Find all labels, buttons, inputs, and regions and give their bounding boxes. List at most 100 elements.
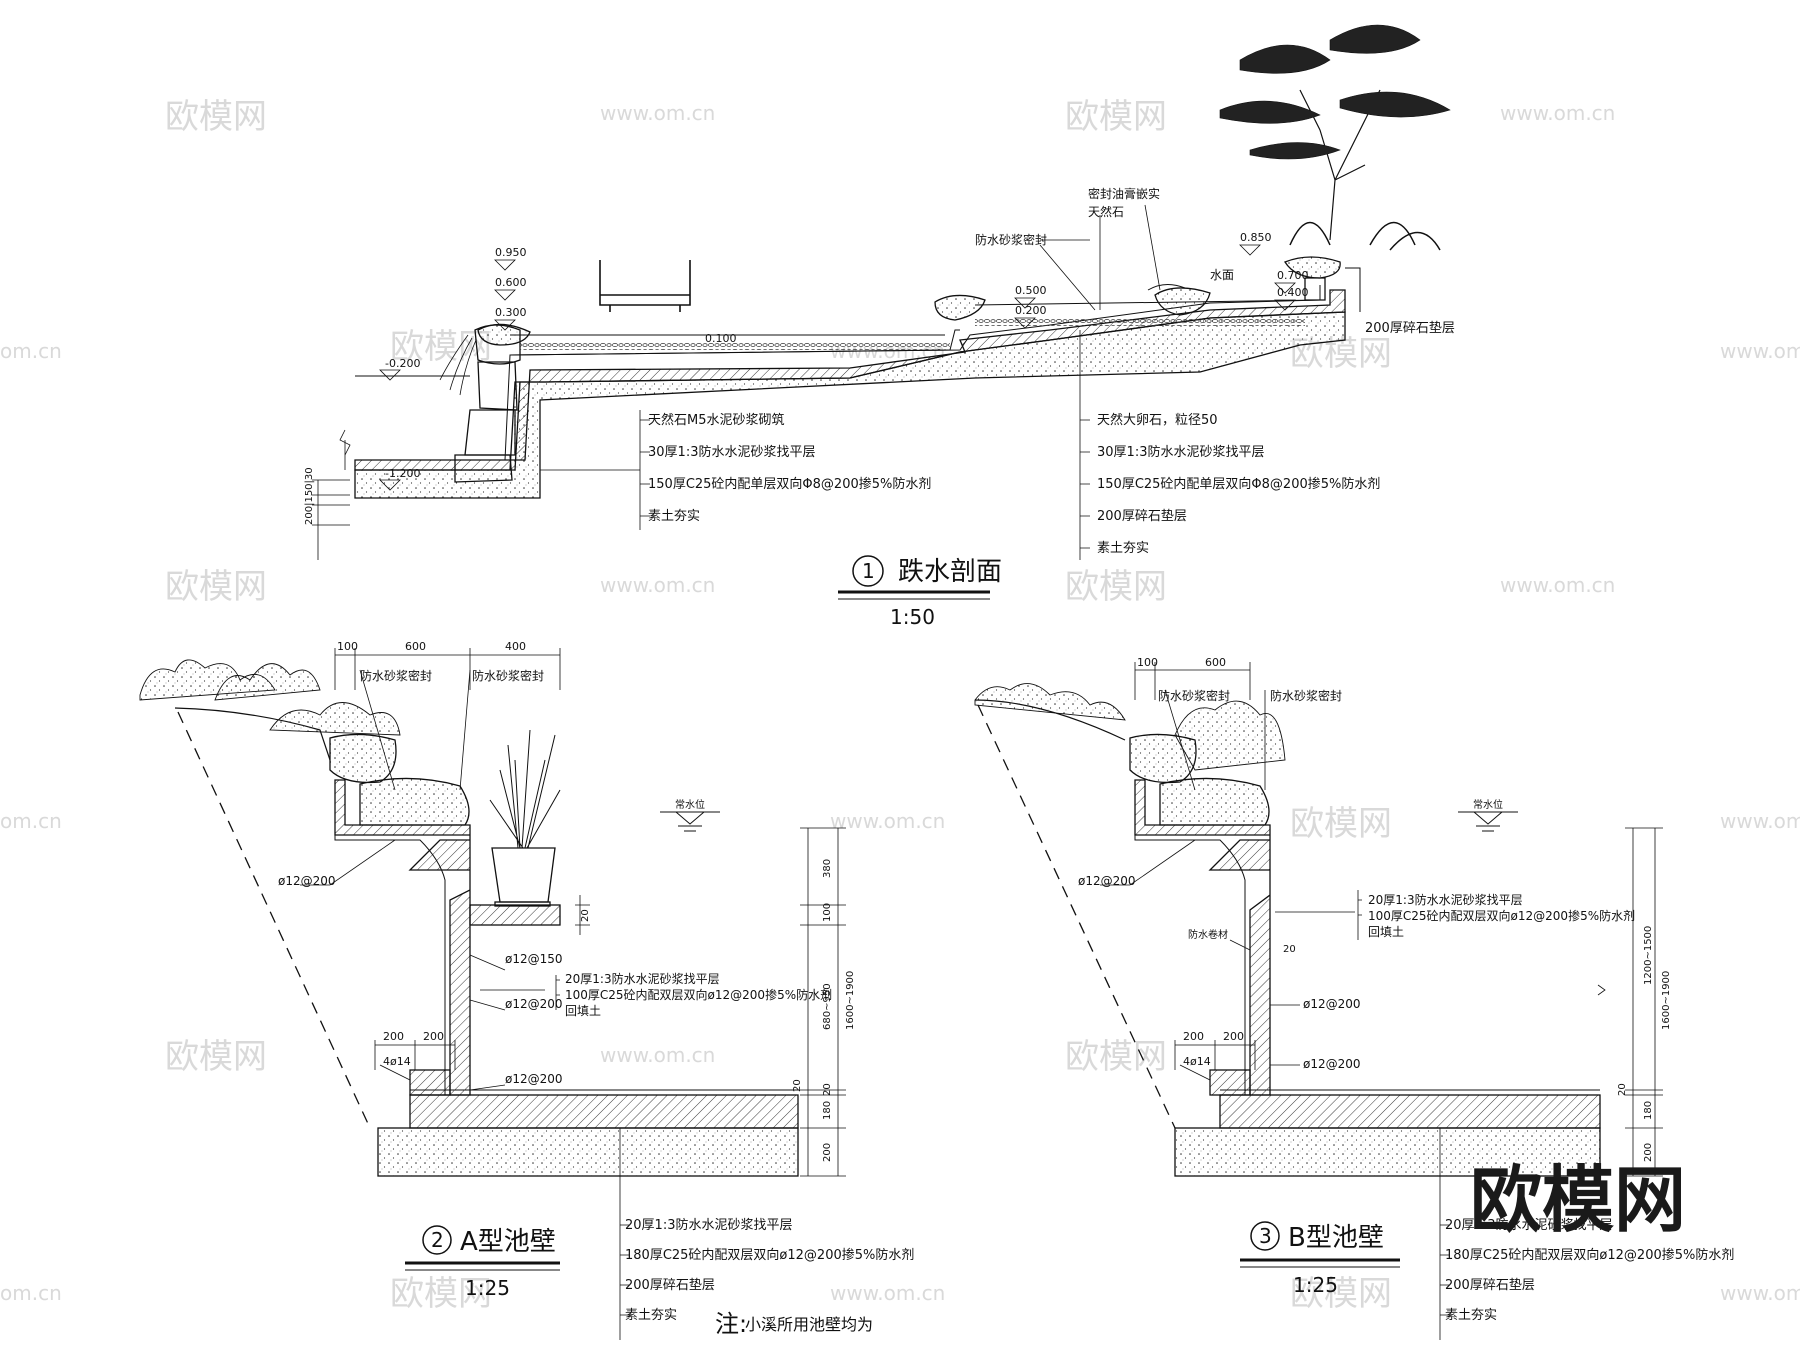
- section2-dim-top-label: 600: [405, 640, 426, 653]
- section2-dim-right-label: 200: [822, 1143, 833, 1162]
- section1-mid-stone-2: [1154, 287, 1211, 316]
- section1-pebble-layer: [520, 342, 950, 350]
- watermark-url: www.om.cn: [1720, 339, 1800, 363]
- section2-dim-right-label: 380: [822, 859, 833, 878]
- section1-legend-right: 天然大卵石，粒径50: [1097, 412, 1218, 428]
- section3-legend: 180厚C25砼内配双层双向ø12@200掺5%防水剂: [1445, 1247, 1734, 1263]
- watermark-url: www.om.cn: [600, 1043, 715, 1067]
- watermark-url: www.om.cn: [1720, 1281, 1800, 1305]
- section1-leader-right: [1079, 330, 1090, 560]
- section3-legend: 20厚1:3防水水泥砂浆找平层: [1445, 1217, 1612, 1233]
- section3-legend: 200厚碎石垫层: [1445, 1277, 1535, 1293]
- section2-labels: 100 600 400 防水砂浆密封 防水砂浆密封 常水位 ø12@200 ø1…: [278, 640, 914, 1323]
- section3-title: B型池壁: [1288, 1223, 1384, 1253]
- section2-callout: 防水砂浆密封: [472, 668, 544, 683]
- section2-dim-top: [334, 648, 561, 690]
- section1-title-block: 1 跌水剖面 1:50: [838, 555, 1002, 629]
- section1-legend-left: 素土夯实: [648, 509, 700, 524]
- watermark-logo: 欧模网: [165, 1037, 267, 1077]
- section3-dim-right-label: 1200~1500: [1643, 926, 1654, 985]
- section1-pebble-layer-2: [975, 318, 1305, 326]
- section2-rebar: ø12@200: [505, 997, 563, 1011]
- section3-dim-top-label: 600: [1205, 656, 1226, 669]
- section3-gravel-base: [1174, 1127, 1601, 1177]
- section3-callout: 防水砂浆密封: [1158, 688, 1230, 703]
- section2-dim-bottom: [374, 1040, 456, 1081]
- section2-grass-icon: [489, 729, 561, 849]
- section2-water-level: [660, 811, 720, 832]
- section2-dim-bottom-label: 4ø14: [383, 1055, 411, 1068]
- section2-scale: 1:25: [465, 1276, 510, 1300]
- elevation-label: -0.200: [385, 357, 420, 370]
- section3-number: 3: [1259, 1224, 1272, 1248]
- section3-labels: 100 600 防水砂浆密封 防水砂浆密封 常水位 防水卷材 20 ø12@20…: [1078, 656, 1734, 1323]
- watermark-url: www.om.cn: [1720, 809, 1800, 833]
- watermark-url-edge: om.cn: [0, 809, 62, 833]
- section3-legend: 素土夯实: [1445, 1308, 1497, 1323]
- section3-shrub-icon: [974, 683, 1286, 771]
- section1-upper-pool: [509, 329, 960, 356]
- section1-callout-leader: [1039, 204, 1161, 311]
- section2-planter-pot: [491, 847, 556, 903]
- section3-water-level: [1458, 811, 1518, 832]
- section2-wall-note: 回填土: [565, 1004, 601, 1018]
- section1-mid-stone-3: [1147, 284, 1186, 291]
- section1-legend-left: 150厚C25砼内配单层双向Φ8@200掺5%防水剂: [648, 476, 931, 492]
- section1-callout: 防水砂浆密封: [975, 232, 1047, 247]
- watermark-url-edge: om.cn: [0, 339, 62, 363]
- section2-dashed-slope: [177, 711, 371, 1129]
- section2-dim-top-label: 400: [505, 640, 526, 653]
- section1-legend-left: 30厚1:3防水水泥砂浆找平层: [648, 444, 815, 460]
- section1-break-mark: [339, 429, 351, 456]
- section2-dim-right-label: 680~950: [822, 983, 833, 1030]
- watermark-logo: 欧模网: [390, 1274, 492, 1314]
- section3-dim-right-label: 1600~1900: [1661, 971, 1672, 1030]
- watermark-url: www.om.cn: [830, 1281, 945, 1305]
- section3-dim-bottom: [1174, 1040, 1256, 1081]
- watermark-url: www.om.cn: [600, 101, 715, 125]
- section2-dim-right-label: 20: [580, 909, 591, 922]
- section3-callout: 20: [1283, 944, 1296, 955]
- section3-leader: [1275, 890, 1450, 1340]
- section1-legend-right: 30厚1:3防水水泥砂浆找平层: [1097, 444, 1264, 460]
- section1-waterfall: [439, 334, 477, 396]
- section3-wall-note: 回填土: [1368, 925, 1404, 939]
- section2-wall-note: 100厚C25砼内配双层双向ø12@200掺5%防水剂: [565, 987, 832, 1002]
- section3-callout: 防水卷材: [1188, 928, 1228, 941]
- section2-dim-top-label: 100: [337, 640, 358, 653]
- elevation-label: 0.200: [1015, 304, 1047, 317]
- section1-water-line-2: [974, 299, 1321, 306]
- elevation-label: 0.700: [1277, 269, 1309, 282]
- section2-backfill-block: [409, 1069, 451, 1096]
- section2-number: 2: [431, 1228, 444, 1252]
- section3-dim-top-label: 100: [1137, 656, 1158, 669]
- corner-logo: 欧模网: [1470, 1158, 1686, 1242]
- section3-rebar: ø12@200: [1303, 1057, 1361, 1071]
- section2-title-block: 2 A型池壁 1:25: [405, 1225, 560, 1300]
- section2-legend: 200厚碎石垫层: [625, 1277, 715, 1293]
- section1-bridge: [599, 260, 691, 312]
- section2-drawing: [139, 648, 846, 1340]
- section1-legend-right: 素土夯实: [1097, 541, 1149, 556]
- section2-dim-right-label: 20: [792, 1079, 803, 1092]
- elevation-label: 0.100: [705, 332, 737, 345]
- section2-floor-slab: [409, 1094, 799, 1129]
- section2-stone-top: [329, 733, 397, 784]
- section3-dim-top: [1134, 662, 1251, 700]
- section3-backfill-block: [1209, 1069, 1251, 1096]
- section2-ledge: [469, 904, 561, 926]
- watermark-url: www.om.cn: [1500, 573, 1615, 597]
- section3-title-block: 3 B型池壁 1:25: [1240, 1221, 1400, 1297]
- section1-stone: [477, 361, 518, 411]
- section1-drawing: [312, 204, 1361, 560]
- note-block: 注: 小溪所用池壁均为: [715, 1310, 873, 1338]
- section1-concrete-slab: [354, 289, 1346, 471]
- section1-right-stone: [1284, 256, 1341, 279]
- section3-dim-right-label: 20: [1617, 1083, 1628, 1096]
- section2-rebar: ø12@150: [505, 952, 563, 966]
- section2-gravel-base: [377, 1127, 799, 1177]
- section2-dim-right-label: 1600~1900: [845, 971, 856, 1030]
- section1-dim-vertical: 200|150|30: [304, 467, 315, 525]
- section1-legend-left: 天然石M5水泥砂浆砌筑: [648, 412, 785, 428]
